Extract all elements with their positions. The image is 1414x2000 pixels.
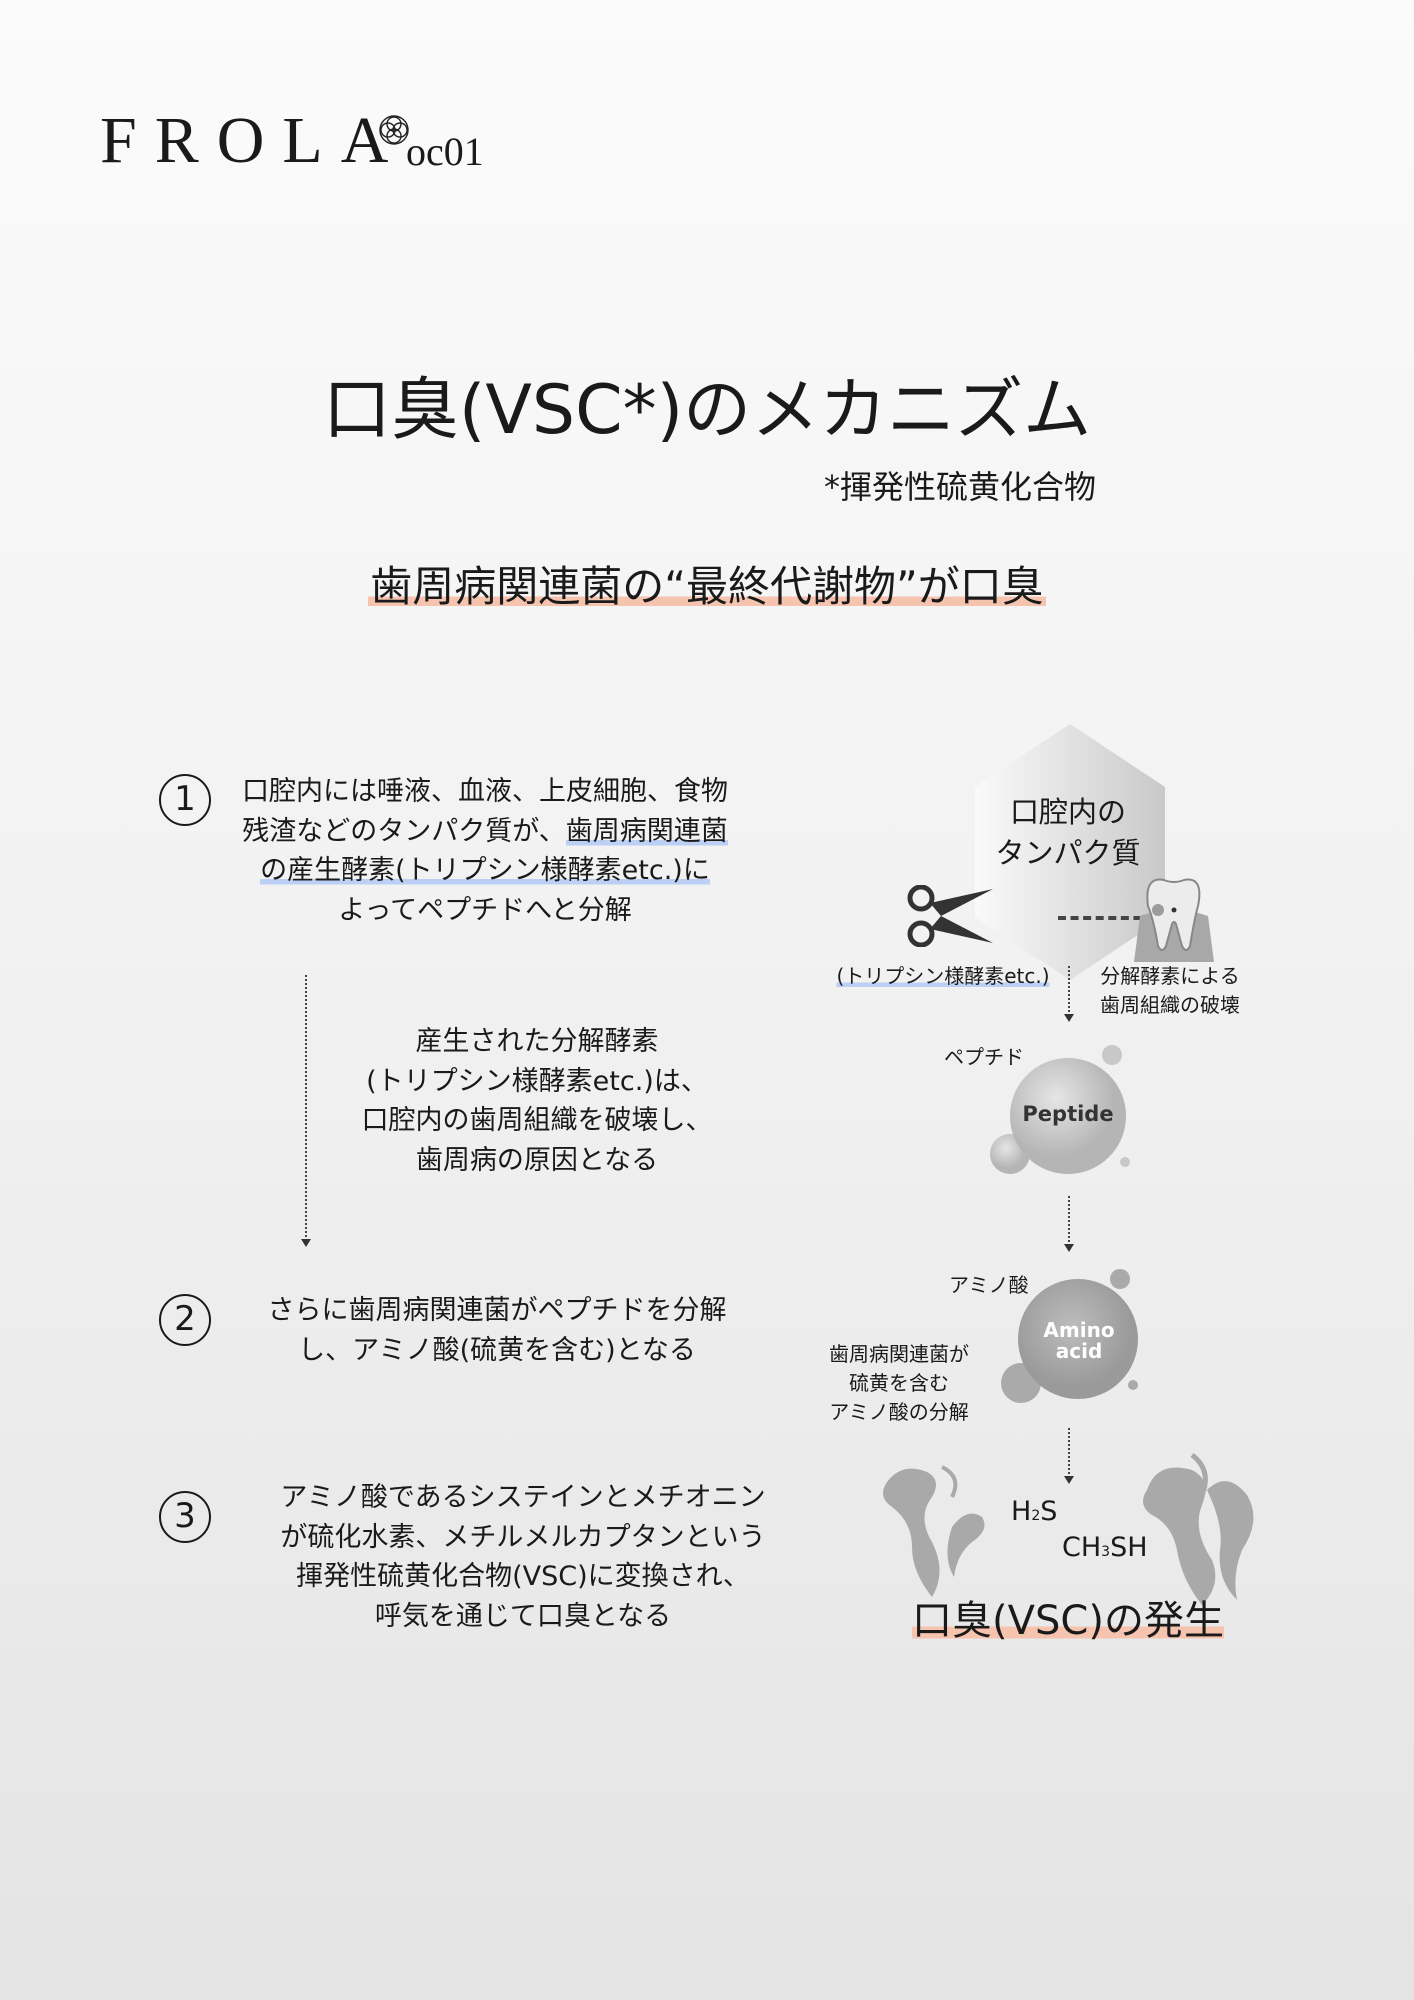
amino-label: アミノ酸 (949, 1273, 1029, 1297)
flower-logo-icon (379, 115, 409, 145)
scissors-icon (907, 885, 993, 947)
step-3-number: 3 (159, 1491, 211, 1543)
step-2-number: 2 (159, 1294, 211, 1346)
result-label: 口臭(VSC)の発生 (912, 1588, 1224, 1646)
subtitle: 歯周病関連菌の“最終代謝物”が口臭 (0, 553, 1414, 614)
subtitle-text: 歯周病関連菌の“最終代謝物”が口臭 (368, 562, 1046, 611)
peptide-label: ペプチド (944, 1045, 1024, 1069)
flow-arrow (1064, 1196, 1074, 1252)
product-code: oc01 (406, 129, 484, 174)
amino-note: 歯周病関連菌が硫黄を含むアミノ酸の分解 (829, 1342, 969, 1424)
result-text: 口臭(VSC)の発生 (912, 1598, 1224, 1644)
peptide-bubble-icon (990, 1045, 1130, 1174)
ch3sh-formula: CH3SH (1062, 1532, 1148, 1563)
smoke-left-icon (883, 1465, 985, 1597)
middle-note: 産生された分解酵素(トリプシン様酵素etc.)は、口腔内の歯周組織を破壊し、歯周… (361, 1026, 713, 1176)
tooth-icon (1134, 878, 1214, 962)
peptide-bubble-text: Peptide (1022, 1102, 1114, 1126)
enzyme-label: (トリプシン様酵素etc.) (836, 964, 1050, 988)
step-2-text: さらに歯周病関連菌がペプチドを分解し、アミノ酸(硫黄を含む)となる (267, 1295, 727, 1366)
cut-line (1058, 916, 1154, 920)
flow-arrow (1064, 1428, 1074, 1484)
step-3-text: アミノ酸であるシステインとメチオニンが硫化水素、メチルメルカプタンという揮発性硫… (280, 1482, 766, 1632)
brand-logo: FROLA (100, 104, 407, 177)
hexagon-label: 口腔内のタンパク質 (995, 795, 1141, 870)
flow-arrow (1064, 966, 1074, 1022)
page-title: 口臭(VSC*)のメカニズム (322, 371, 1092, 450)
step-1-number: 1 (159, 774, 211, 826)
h2s-formula: H2S (1011, 1496, 1058, 1527)
smoke-right-icon (1143, 1453, 1254, 1605)
amino-bubble-icon (1001, 1269, 1138, 1403)
flow-arrow (301, 975, 311, 1247)
step-1-text: 口腔内には唾液、血液、上皮細胞、食物 残渣などのタンパク質が、歯周病関連菌 の産… (242, 776, 728, 926)
tooth-label: 分解酵素による歯周組織の破壊 (1100, 964, 1240, 1017)
footnote: *揮発性硫黄化合物 (823, 468, 1096, 506)
